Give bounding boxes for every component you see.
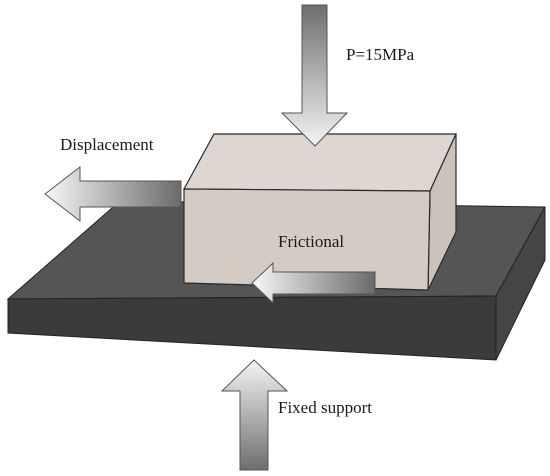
frictional-label: Frictional [278, 232, 344, 251]
frictional-arrow [251, 261, 376, 305]
displacement-arrow [44, 165, 182, 223]
fixed-support-arrow [220, 359, 289, 471]
block-top-face [182, 133, 457, 192]
pressure-label: P=15MPa [346, 45, 415, 64]
displacement-label: Displacement [60, 135, 154, 154]
plate-front-face [7, 295, 497, 361]
block [182, 133, 457, 291]
block-front-face [183, 188, 431, 291]
fixed-support-label: Fixed support [278, 398, 372, 417]
pressure-arrow [280, 4, 349, 147]
